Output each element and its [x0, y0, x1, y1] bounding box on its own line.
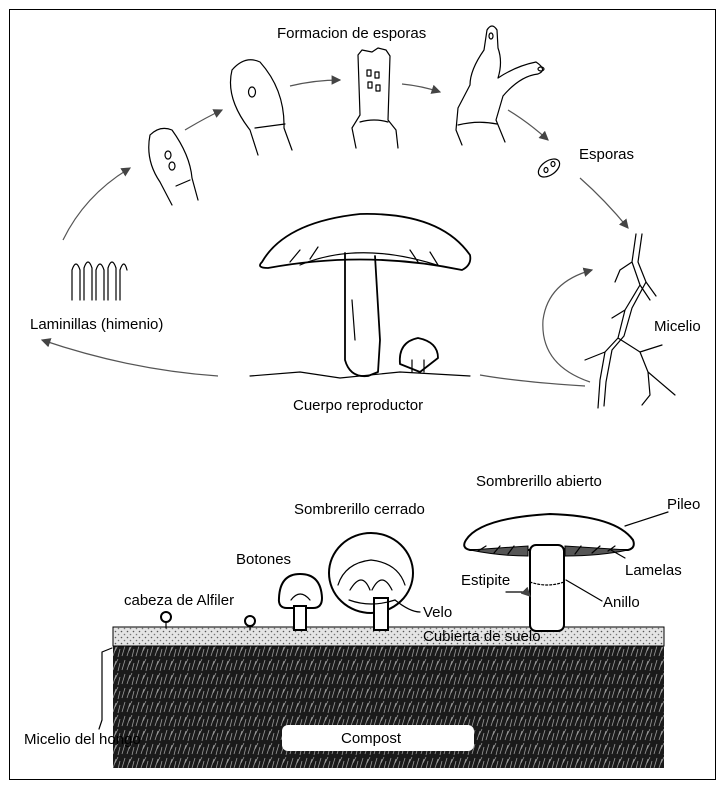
gills-drawing [72, 262, 127, 300]
life-cycle: Formacion de esporas Esporas Micelio Lam… [30, 25, 701, 414]
label-pileus: Pileo [667, 496, 700, 513]
closed-cap-mushroom [329, 533, 413, 630]
label-casing: Cubierta de suelo [423, 628, 541, 645]
basidium-stage-2 [230, 60, 292, 155]
basidium-stage-4 [456, 26, 544, 145]
basidium-stage-1 [149, 128, 198, 205]
label-mycelium: Micelio [654, 318, 701, 335]
cycle-arrow-1 [63, 168, 130, 240]
label-closed-cap: Sombrerillo cerrado [294, 501, 425, 518]
label-open-cap: Sombrerillo abierto [476, 473, 602, 490]
cycle-arrow-4 [402, 84, 440, 92]
label-pinhead: cabeza de Alfiler [124, 592, 234, 609]
label-compost: Compost [341, 730, 402, 747]
label-gills-lamelas: Lamelas [625, 562, 682, 579]
label-ring: Anillo [603, 594, 640, 611]
label-fungus-mycelium: Micelio del hongo [24, 731, 141, 748]
label-veil: Velo [423, 604, 452, 621]
leader-ring [566, 580, 602, 601]
label-buttons: Botones [236, 551, 291, 568]
leader-pileus [625, 512, 668, 526]
label-fruiting-body: Cuerpo reproductor [293, 397, 423, 414]
label-stipe: Estipite [461, 572, 510, 589]
label-spore-formation: Formacion de esporas [277, 25, 426, 42]
basidium-stage-3 [352, 48, 398, 148]
cycle-arrow-bottom-left [42, 340, 218, 376]
leader-stipe [506, 592, 530, 596]
mycelium-loop-arrow [543, 270, 592, 382]
cycle-arrow-3 [290, 80, 340, 86]
button-mushroom [279, 574, 322, 630]
cycle-arrow-6 [580, 178, 628, 228]
cycle-arrow-5 [508, 110, 548, 140]
label-spores: Esporas [579, 146, 634, 163]
fruiting-body-drawing [250, 214, 470, 378]
cycle-arrow-2 [185, 110, 222, 130]
growth-stages: Sombrerillo abierto Sombrerillo cerrado … [24, 473, 700, 768]
spore-drawing [535, 155, 563, 180]
leader-mycelium [99, 648, 112, 729]
label-gills: Laminillas (himenio) [30, 316, 163, 333]
cycle-arrow-bottom-right [480, 375, 585, 386]
